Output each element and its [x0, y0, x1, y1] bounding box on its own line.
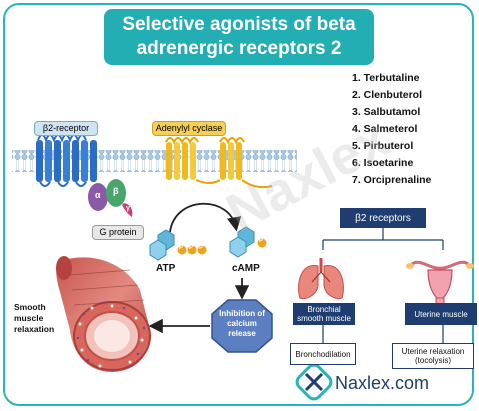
drug-item: 5. Pirbuterol	[352, 140, 414, 152]
beta2-receptors-node: β2 receptors	[340, 208, 426, 228]
atp-label: ATP	[156, 263, 176, 274]
drug-item: 1. Terbutaline	[352, 72, 420, 84]
naxlex-logo-icon	[295, 363, 333, 401]
adenylyl-cyclase-shape	[165, 137, 273, 189]
uterine-muscle-node: Uterine muscle	[405, 303, 477, 325]
title-banner: Selective agonists of beta adrenergic re…	[104, 9, 374, 65]
blood-vessel-illustration	[56, 256, 151, 372]
lungs-illustration	[298, 258, 344, 299]
adenylyl-cyclase-label: Adenylyl cyclase	[152, 121, 226, 136]
drug-item: 4. Salmeterol	[352, 123, 418, 135]
atp-molecule	[149, 229, 207, 261]
brand-name: Naxlex.com	[335, 373, 430, 393]
drug-item: 7. Orciprenaline	[352, 174, 432, 186]
beta2-receptor-label: β2-receptor	[34, 121, 98, 136]
drug-item: 6. Isoetarine	[352, 157, 414, 169]
gamma-subunit-label: γ	[126, 205, 130, 212]
drug-item: 3. Salbutamol	[352, 106, 421, 118]
beta2-receptor-shape	[36, 134, 97, 187]
camp-label: cAMP	[232, 263, 260, 274]
uterus-illustration	[406, 260, 474, 307]
beta-subunit-label: β	[113, 186, 119, 196]
inhibition-text: Inhibition of calcium release	[219, 309, 265, 338]
g-protein-label: G protein	[92, 225, 144, 240]
camp-molecule	[229, 226, 267, 258]
diagram-frame	[3, 3, 474, 406]
alpha-subunit-label: α	[95, 190, 101, 200]
tree-connectors	[322, 228, 444, 343]
drug-list: 1. Terbutaline 2. Clenbuterol 3. Salbuta…	[352, 70, 472, 189]
bronchodilation-node: Bronchodilation	[290, 343, 356, 365]
smooth-muscle-relaxation-text: Smooth muscle relaxation	[14, 302, 55, 334]
inhibition-octagon	[211, 299, 273, 353]
phosphate-label: P	[199, 245, 204, 251]
title-line-2: adrenergic receptors 2	[136, 38, 342, 59]
phosphate-label: P	[259, 238, 264, 244]
bronchial-smooth-muscle-node: Bronchial smooth muscle	[293, 303, 355, 325]
uterine-relaxation-node: Uterine relaxation (tocolysis)	[392, 343, 474, 369]
g-protein-shape	[88, 179, 133, 217]
drug-item: 2. Clenbuterol	[352, 89, 423, 101]
conversion-arrow	[169, 202, 242, 233]
phosphate-label: P	[179, 245, 184, 251]
phosphate-label: P	[189, 245, 194, 251]
title-line-1: Selective agonists of beta	[122, 14, 356, 35]
